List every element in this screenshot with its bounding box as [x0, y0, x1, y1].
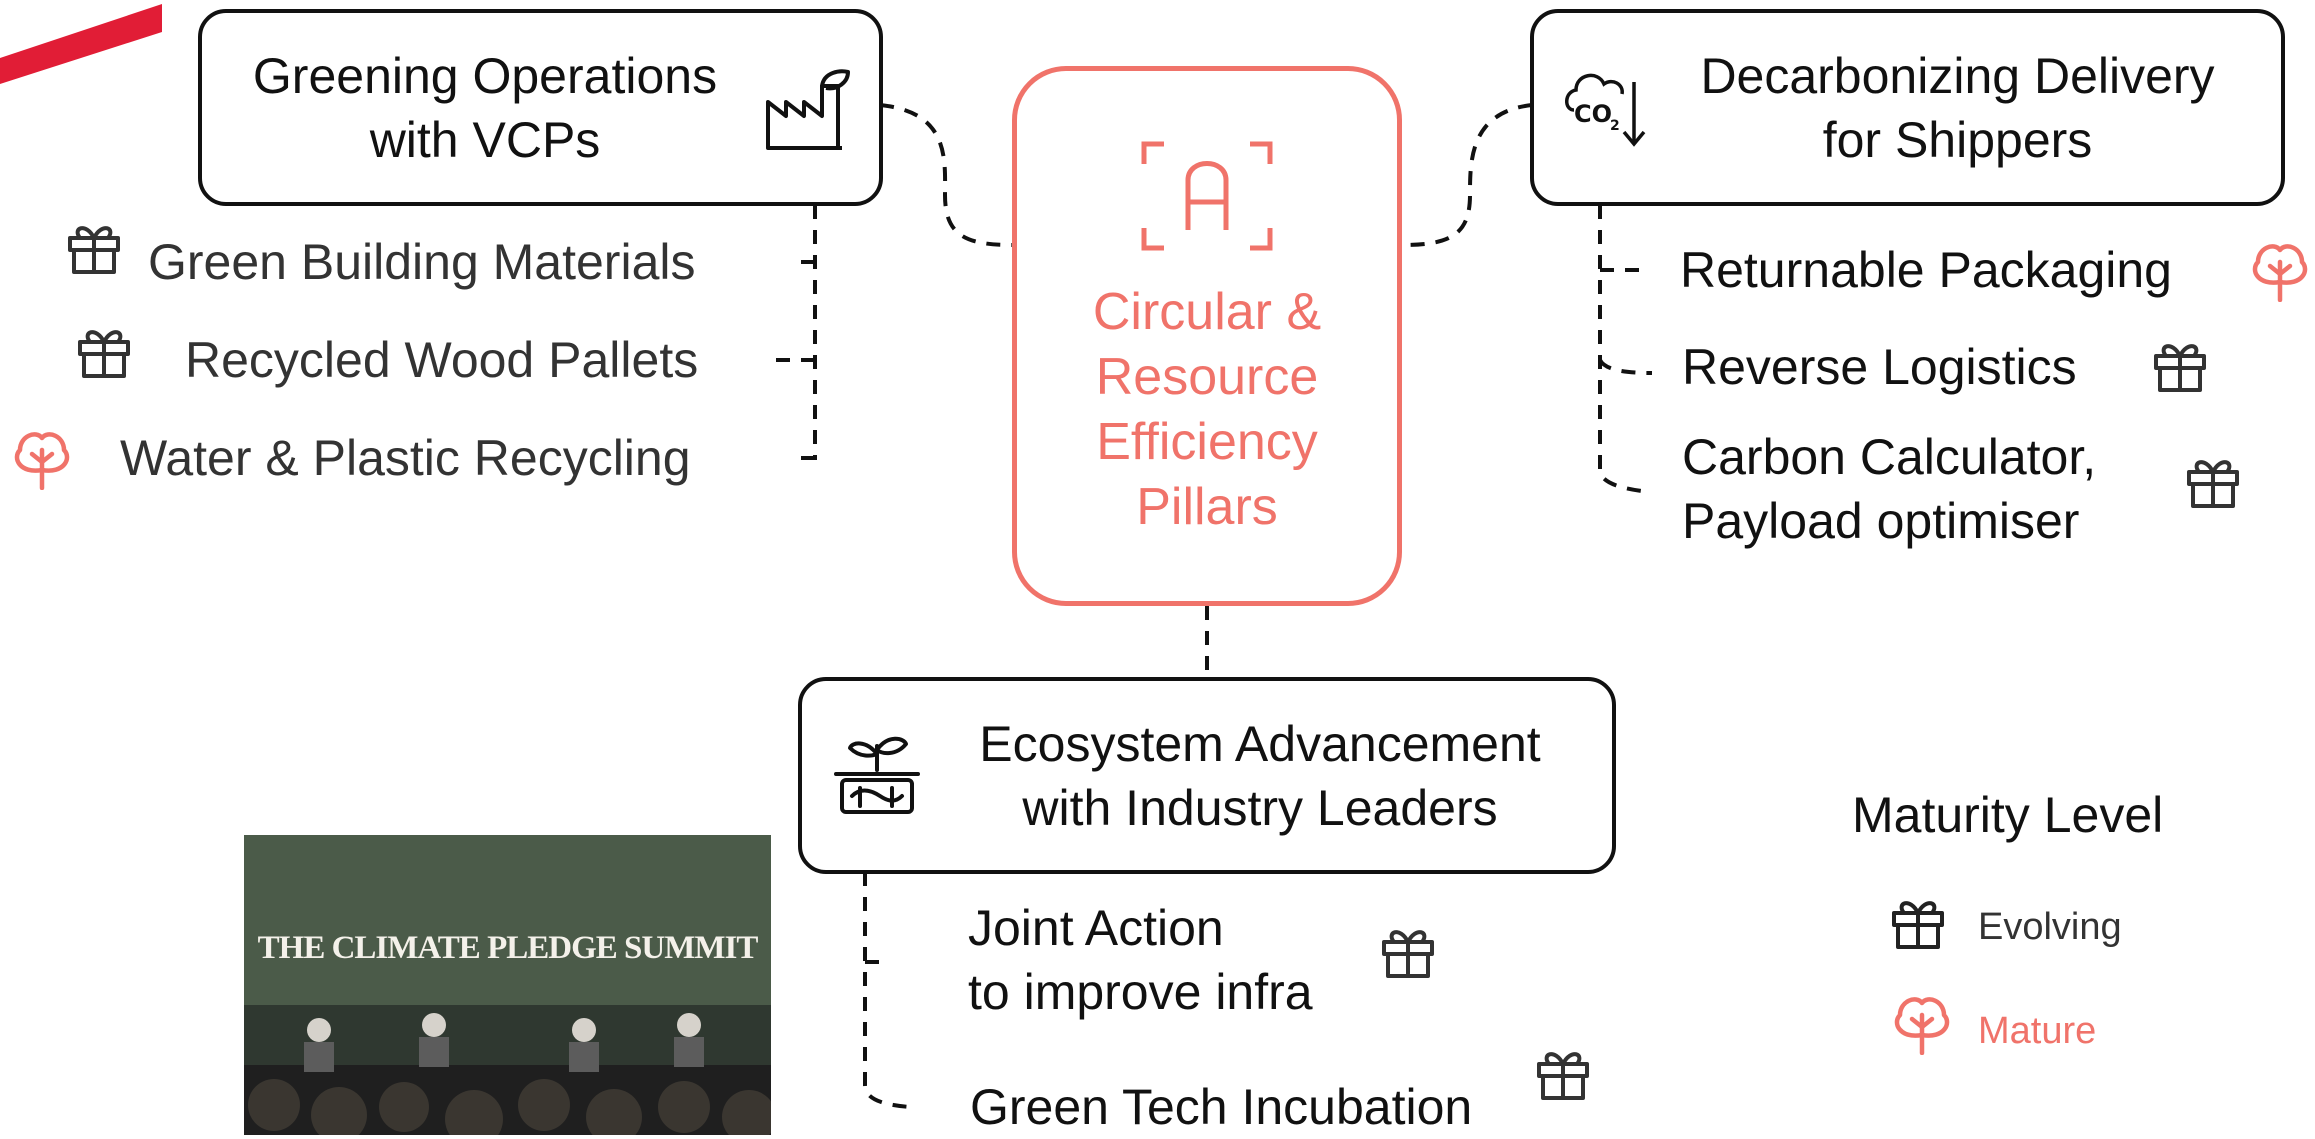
- center-pillar-box: [1012, 66, 1402, 606]
- center-pillar-title: Circular & Resource Efficiency Pillars: [1092, 283, 1322, 536]
- handshake-sprout-icon: [834, 736, 920, 814]
- right-branch-2: [1598, 358, 1653, 375]
- letter-a-focus-icon: [1141, 141, 1273, 251]
- legend-title: Maturity Level: [1852, 787, 2164, 843]
- left-item-1: Green Building Materials: [148, 234, 696, 290]
- summit-photo: THE CLIMATE PLEDGE SUMMIT: [244, 835, 771, 1135]
- decarbonizing-delivery-box: [1530, 9, 2285, 206]
- greening-operations-title: Greening Operations with VCPs: [252, 48, 718, 168]
- gift-box-icon: [68, 226, 120, 274]
- bottom-item-2: Green Tech Incubation: [970, 1079, 1473, 1135]
- photo-caption: THE CLIMATE PLEDGE SUMMIT: [257, 930, 759, 966]
- right-item-1: Returnable Packaging: [1680, 242, 2172, 298]
- tree-icon: [1894, 997, 1950, 1055]
- ecosystem-advancement-box: [798, 677, 1616, 874]
- link-greening-center: [879, 103, 1013, 247]
- gift-box-icon: [78, 330, 130, 378]
- bottom-branch-trunk: [863, 872, 911, 1109]
- right-item-3: Carbon Calculator, Payload optimiser: [1682, 429, 2097, 549]
- legend-mature-label: Mature: [1978, 1010, 2097, 1052]
- gift-box-icon: [2154, 344, 2206, 392]
- link-decarbonizing-center: [1401, 103, 1533, 247]
- tree-icon: [14, 432, 70, 490]
- tree-icon: [2252, 244, 2308, 302]
- right-item-2: Reverse Logistics: [1682, 339, 2077, 395]
- left-item-3: Water & Plastic Recycling: [120, 430, 691, 486]
- gift-box-icon: [1537, 1052, 1589, 1100]
- svg-text:2: 2: [1610, 118, 1620, 134]
- svg-text:CO: CO: [1574, 100, 1612, 128]
- bottom-item-1: Joint Action to improve infra: [968, 900, 1313, 1020]
- right-branch-trunk: [1598, 205, 1651, 494]
- gift-box-icon: [2187, 460, 2239, 508]
- decarbonizing-delivery-title: Decarbonizing Delivery for Shippers: [1700, 48, 2215, 168]
- legend-evolving-label: Evolving: [1978, 906, 2122, 948]
- left-item-2: Recycled Wood Pallets: [185, 332, 699, 388]
- factory-leaf-icon: [766, 69, 850, 150]
- ecosystem-advancement-title: Ecosystem Advancement with Industry Lead…: [979, 716, 1541, 836]
- gift-box-icon: [1892, 901, 1944, 949]
- corner-stripe: [0, 4, 162, 84]
- gift-box-icon: [1382, 930, 1434, 978]
- co2-down-icon: CO 2: [1565, 73, 1646, 147]
